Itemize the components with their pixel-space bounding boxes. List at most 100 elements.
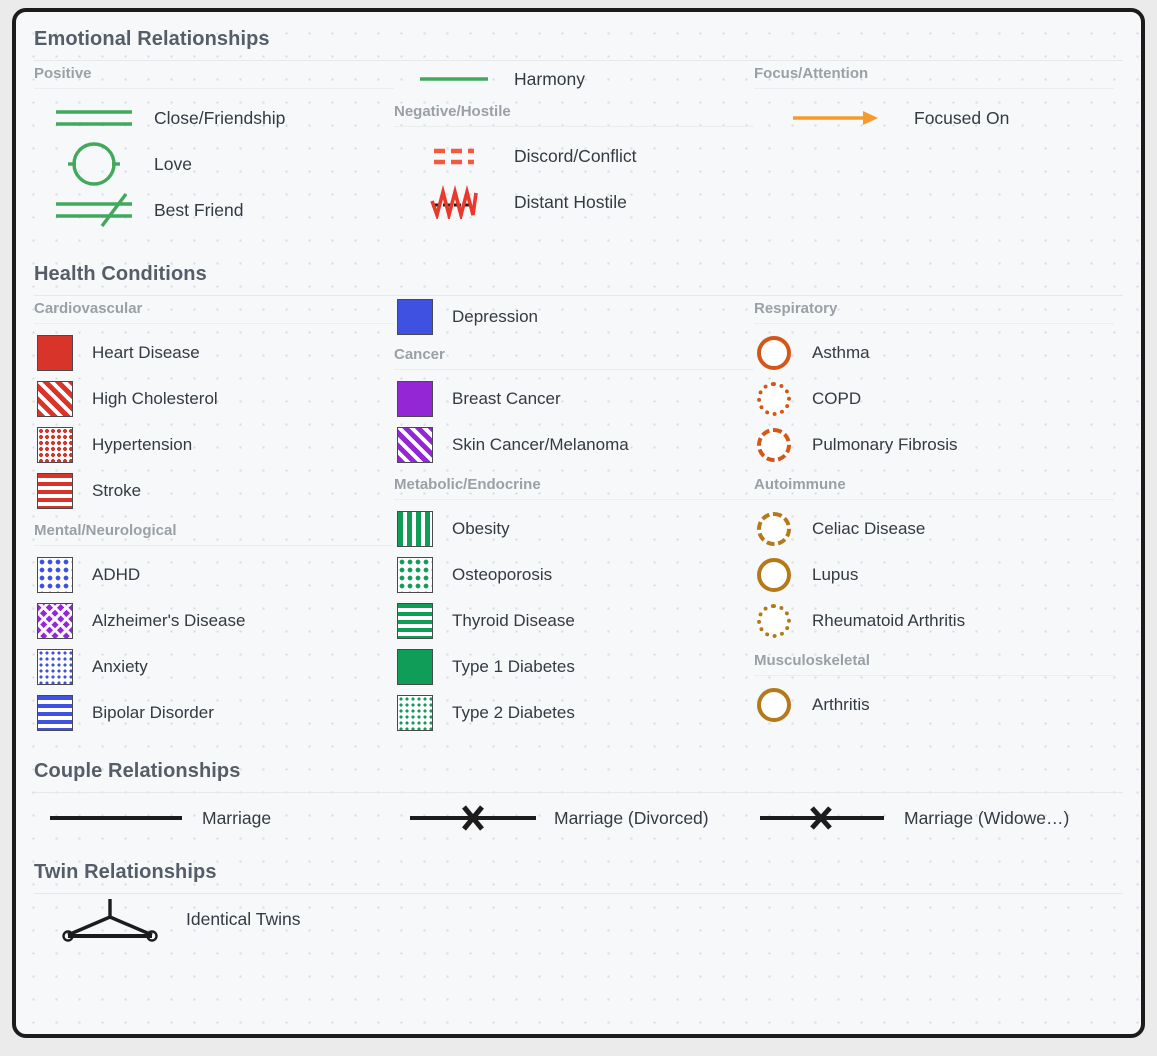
section-divider <box>34 893 1123 894</box>
legend-item[interactable]: Best Friend <box>34 187 394 233</box>
legend-item[interactable]: Distant Hostile <box>394 179 754 225</box>
legend-item-label: Focused On <box>914 107 1010 128</box>
group-divider <box>394 499 754 500</box>
legend-item[interactable]: Stroke <box>34 468 394 514</box>
legend-item[interactable]: Love <box>34 141 394 187</box>
swatch-diagonal-high-cholesterol <box>37 381 73 417</box>
legend-item-label: Arthritis <box>812 695 870 714</box>
legend-item-label: Distant Hostile <box>514 191 627 212</box>
legend-item-label: Marriage (Divorced) <box>554 807 709 828</box>
swatch-diagonal-skin-cancer <box>397 427 433 463</box>
legend-item-label: Breast Cancer <box>452 389 561 408</box>
swatch-crosshatch-alzheimers <box>37 603 73 639</box>
legend-item-label: Skin Cancer/Melanoma <box>452 435 629 454</box>
swatch-dots-hypertension <box>37 427 73 463</box>
love-icon <box>34 141 154 187</box>
swatch-dots-osteoporosis <box>397 557 433 593</box>
legend-item-label: Type 2 Diabetes <box>452 703 575 722</box>
legend-item[interactable]: Marriage (Widowe…) <box>754 795 1114 841</box>
legend-item[interactable]: Arthritis <box>754 682 1114 728</box>
ring-wrap <box>754 512 812 546</box>
legend-item-label: Stroke <box>92 481 142 500</box>
group-divider <box>34 323 394 324</box>
section-title-couple: Couple Relationships <box>34 760 241 782</box>
twin-columns: Identical Twins <box>34 896 1123 942</box>
ring-dashed-pulmonary-fibrosis <box>757 428 791 462</box>
health-columns: Cardiovascular Heart Disease High Choles… <box>34 298 1123 736</box>
legend-item[interactable]: Obesity <box>394 506 754 552</box>
legend-item[interactable]: ADHD <box>34 552 394 598</box>
legend-item[interactable]: High Cholesterol <box>34 376 394 422</box>
swatch-wrap <box>34 427 92 463</box>
group-title-cardiovascular: Cardiovascular <box>34 300 143 317</box>
swatch-vertical-obesity <box>397 511 433 547</box>
swatch-wrap <box>34 473 92 509</box>
couple-col-3: Marriage (Widowe…) <box>754 795 1114 841</box>
legend-item[interactable]: Harmony <box>394 59 754 99</box>
legend-item-label: Heart Disease <box>92 343 200 362</box>
legend-item[interactable]: Type 2 Diabetes <box>394 690 754 736</box>
legend-item-label: Rheumatoid Arthritis <box>812 611 966 630</box>
legend-item[interactable]: Thyroid Disease <box>394 598 754 644</box>
swatch-wrap <box>34 603 92 639</box>
legend-item[interactable]: Depression <box>394 294 754 340</box>
legend-item[interactable]: Breast Cancer <box>394 376 754 422</box>
legend-item[interactable]: Hypertension <box>34 422 394 468</box>
couple-col-2: Marriage (Divorced) <box>394 795 754 841</box>
couple-columns: Marriage Marriage (Divorced) <box>34 795 1123 841</box>
legend-item-label: Depression <box>452 307 538 326</box>
legend-item[interactable]: Anxiety <box>34 644 394 690</box>
legend-item[interactable]: Rheumatoid Arthritis <box>754 598 1114 644</box>
swatch-solid-type1-diabetes <box>397 649 433 685</box>
group-title-autoimmune: Autoimmune <box>754 476 846 493</box>
legend-item[interactable]: Marriage <box>34 795 394 841</box>
group-divider <box>34 545 394 546</box>
legend-item[interactable]: Bipolar Disorder <box>34 690 394 736</box>
legend-item[interactable]: Pulmonary Fibrosis <box>754 422 1114 468</box>
ring-wrap <box>754 428 812 462</box>
legend-item-label: Discord/Conflict <box>514 145 637 166</box>
group-title-cancer: Cancer <box>394 346 445 363</box>
group-negative-hostile: Harmony Negative/Hostile Discord/Conflic… <box>394 63 754 233</box>
legend-item[interactable]: Type 1 Diabetes <box>394 644 754 690</box>
group-positive: Positive Close/Friendship <box>34 63 394 233</box>
legend-item[interactable]: Alzheimer's Disease <box>34 598 394 644</box>
ring-wrap <box>754 336 812 370</box>
group-title-respiratory: Respiratory <box>754 300 838 317</box>
legend-item[interactable]: Heart Disease <box>34 330 394 376</box>
legend-item[interactable]: Osteoporosis <box>394 552 754 598</box>
group-title-musculoskeletal: Musculoskeletal <box>754 652 870 669</box>
marriage-line-icon <box>34 811 202 825</box>
ring-dotted-rheumatoid-arthritis <box>757 604 791 638</box>
health-col-middle: Depression Cancer Breast Cancer Skin Can… <box>394 298 754 736</box>
legend-item-label: High Cholesterol <box>92 389 218 408</box>
swatch-wrap <box>394 427 452 463</box>
legend-item[interactable]: Discord/Conflict <box>394 133 754 179</box>
group-title-metabolic: Metabolic/Endocrine <box>394 476 541 493</box>
legend-item-label: Bipolar Disorder <box>92 703 214 722</box>
health-col-left: Cardiovascular Heart Disease High Choles… <box>34 298 394 736</box>
legend-item[interactable]: Asthma <box>754 330 1114 376</box>
legend-item[interactable]: Identical Twins <box>34 896 394 942</box>
legend-item-label: Close/Friendship <box>154 107 286 128</box>
legend-item[interactable]: Celiac Disease <box>754 506 1114 552</box>
legend-item-label: ADHD <box>92 565 141 584</box>
group-divider <box>34 88 394 89</box>
legend-item[interactable]: COPD <box>754 376 1114 422</box>
discord-conflict-icon <box>394 143 514 169</box>
legend-item[interactable]: Skin Cancer/Melanoma <box>394 422 754 468</box>
section-title-twin: Twin Relationships <box>34 861 217 883</box>
harmony-line-icon <box>394 72 514 86</box>
ring-solid-lupus <box>757 558 791 592</box>
legend-item[interactable]: Lupus <box>754 552 1114 598</box>
legend-item-label: Identical Twins <box>186 908 301 929</box>
legend-item[interactable]: Marriage (Divorced) <box>394 795 754 841</box>
swatch-solid-breast-cancer <box>397 381 433 417</box>
ring-wrap <box>754 688 812 722</box>
swatch-wrap <box>394 557 452 593</box>
section-divider <box>34 295 1123 296</box>
legend-item[interactable]: Close/Friendship <box>34 95 394 141</box>
ring-wrap <box>754 382 812 416</box>
section-title-health: Health Conditions <box>34 263 207 285</box>
legend-item[interactable]: Focused On <box>754 95 1114 141</box>
